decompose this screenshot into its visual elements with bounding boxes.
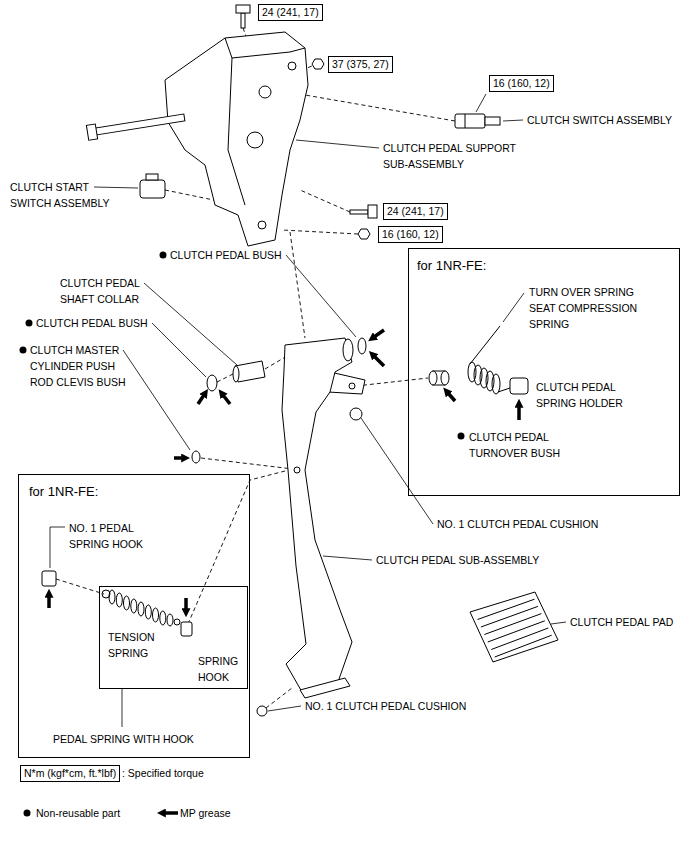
- box-heading: for 1NR-FE:: [417, 258, 486, 274]
- text-anchor: CLUTCH PEDAL SPRING HOLDER: [536, 379, 636, 411]
- spring-parts: [42, 571, 192, 636]
- part-label: CLUTCH PEDAL BUSH: [170, 247, 282, 263]
- box-heading: for 1NR-FE:: [29, 484, 98, 500]
- text-anchor: SPRING HOOK: [198, 653, 244, 685]
- text-anchor: : Specified torque: [122, 765, 204, 781]
- text-anchor: NO. 1 CLUTCH PEDAL CUSHION: [437, 516, 598, 532]
- bolt: [86, 110, 185, 140]
- part-label: CLUTCH SWITCH ASSEMBLY: [527, 112, 672, 128]
- torque-value: 24 (241, 17): [262, 6, 319, 18]
- part-label: CLUTCH PEDAL PAD: [570, 614, 673, 630]
- group-box: for 1NR-FE: NO. 1 PEDAL SPRING HOOK PEDAL …: [18, 474, 250, 758]
- bracket: [165, 32, 308, 246]
- text-anchor: CLUTCH START SWITCH ASSEMBLY: [10, 179, 115, 211]
- legend-text: Non-reusable part: [36, 805, 120, 821]
- text-anchor: for 1NR-FE:: [29, 484, 98, 500]
- spring-parts: [429, 326, 528, 394]
- part-label: SPRING HOOK: [198, 653, 244, 685]
- part-label: TURN OVER SPRING SEAT COMPRESSION SPRING: [529, 284, 651, 332]
- torque-value: 37 (375, 27): [332, 58, 389, 70]
- torque-box: 37 (375, 27): [328, 56, 393, 73]
- torque-value: 24 (241, 17): [387, 205, 444, 217]
- torque-value: 16 (160, 12): [493, 77, 550, 89]
- non-reusable-dot: [20, 252, 465, 817]
- assembly-line: [56, 28, 455, 708]
- text-anchor: CLUTCH PEDAL TURNOVER BUSH: [469, 429, 569, 461]
- text-anchor: CLUTCH SWITCH ASSEMBLY: [527, 112, 672, 128]
- pedal-pad: [470, 592, 558, 662]
- part-label: CLUTCH START SWITCH ASSEMBLY: [10, 179, 115, 211]
- text-anchor: CLUTCH PEDAL SHAFT COLLAR: [60, 275, 150, 307]
- torque-box: 24 (241, 17): [258, 4, 323, 21]
- part-label: CLUTCH PEDAL SHAFT COLLAR: [60, 275, 150, 307]
- torque-box: 16 (160, 12): [489, 75, 554, 92]
- part-label: CLUTCH PEDAL TURNOVER BUSH: [469, 429, 569, 461]
- part-label: NO. 1 PEDAL SPRING HOOK: [69, 520, 154, 552]
- switch: [140, 174, 165, 198]
- text-anchor: CLUTCH PEDAL BUSH: [170, 247, 282, 263]
- group-box: for 1NR-FE: TURN OVER SPRING SEAT COMPRES…: [408, 248, 680, 496]
- part-label: NO. 1 CLUTCH PEDAL CUSHION: [437, 516, 598, 532]
- text-anchor: NO. 1 CLUTCH PEDAL CUSHION: [305, 698, 466, 714]
- nut: [312, 59, 324, 69]
- part-label: CLUTCH PEDAL SUPPORT SUB-ASSEMBLY: [383, 140, 533, 172]
- text-anchor: PEDAL SPRING WITH HOOK: [53, 731, 194, 747]
- part-label: CLUTCH MASTER CYLINDER PUSH ROD CLEVIS B…: [30, 342, 133, 390]
- text-anchor: CLUTCH MASTER CYLINDER PUSH ROD CLEVIS B…: [30, 342, 133, 390]
- switch: [455, 114, 500, 128]
- part-label: PEDAL SPRING WITH HOOK: [53, 731, 194, 747]
- text-anchor: MP grease: [180, 805, 231, 821]
- text-anchor: Non-reusable part: [36, 805, 120, 821]
- grease-arrow: [49, 330, 519, 813]
- bolt: [236, 5, 250, 28]
- torque-box: 24 (241, 17): [383, 203, 448, 220]
- text-anchor: NO. 1 PEDAL SPRING HOOK: [69, 520, 154, 552]
- text-anchor: CLUTCH PEDAL BUSH: [36, 315, 148, 331]
- part-label: CLUTCH PEDAL SPRING HOLDER: [536, 379, 636, 411]
- legend-text: MP grease: [180, 805, 231, 821]
- torque-unit: N*m (kgf*cm, ft.*lbf): [24, 767, 116, 779]
- part-label: TENSION SPRING: [108, 629, 163, 661]
- legend-text: : Specified torque: [122, 765, 204, 781]
- part-label: CLUTCH PEDAL BUSH: [36, 315, 148, 331]
- text-anchor: CLUTCH PEDAL SUB-ASSEMBLY: [376, 552, 539, 568]
- part-label: CLUTCH PEDAL SUB-ASSEMBLY: [376, 552, 539, 568]
- leader-line: [50, 94, 566, 727]
- text-anchor: CLUTCH PEDAL SUPPORT SUB-ASSEMBLY: [383, 140, 533, 172]
- torque-value: 16 (160, 12): [382, 228, 439, 240]
- pedal: [192, 338, 366, 716]
- bolt: [350, 205, 377, 239]
- text-anchor: TURN OVER SPRING SEAT COMPRESSION SPRING: [529, 284, 651, 332]
- text-anchor: CLUTCH PEDAL PAD: [570, 614, 673, 630]
- torque-box: 16 (160, 12): [378, 226, 443, 243]
- part-label: NO. 1 CLUTCH PEDAL CUSHION: [305, 698, 466, 714]
- text-anchor: for 1NR-FE:: [417, 258, 486, 274]
- text-anchor: TENSION SPRING: [108, 629, 163, 661]
- legend-box: N*m (kgf*cm, ft.*lbf): [20, 765, 120, 782]
- group-box: TENSION SPRING SPRING HOOK: [99, 586, 248, 689]
